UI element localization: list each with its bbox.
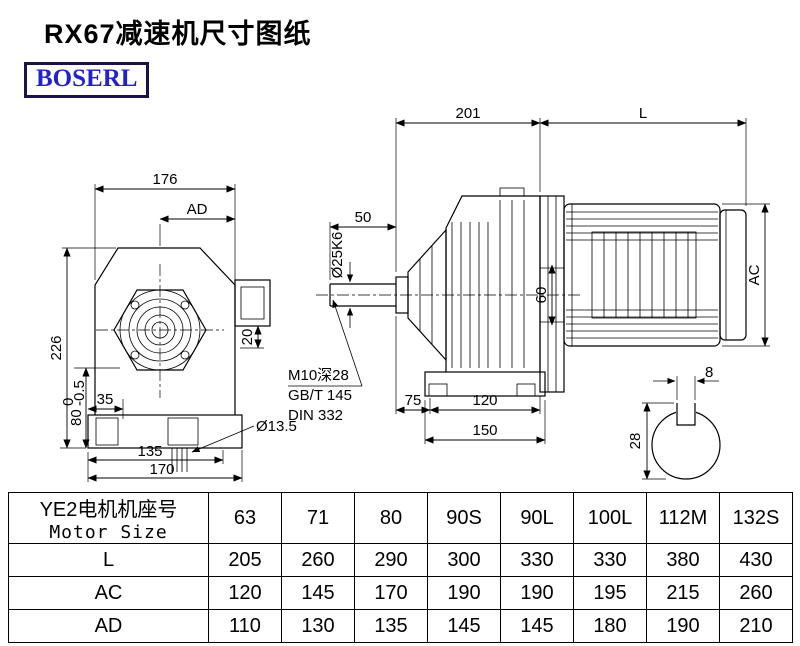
dim-120: 120 xyxy=(472,392,497,409)
dim-ac: AC xyxy=(746,264,763,285)
table-cell: 190 xyxy=(500,576,574,610)
table-cell: 145 xyxy=(281,576,355,610)
header-cell-size: 90L xyxy=(500,492,574,544)
table-cell: 215 xyxy=(646,576,720,610)
table-cell: 190 xyxy=(427,576,501,610)
table-cell: 180 xyxy=(573,609,647,643)
header-cell-size: 80 xyxy=(354,492,428,544)
table-cell: 170 xyxy=(354,576,428,610)
front-view-dimensions: 176 AD 226 80 0 -0.5 35 135 xyxy=(48,171,297,482)
table-cell: 205 xyxy=(208,543,282,577)
motor-size-table: YE2电机机座号 Motor Size 63 71 80 90S 90L 100… xyxy=(8,492,793,643)
dim-226: 226 xyxy=(48,335,65,360)
dim-35: 35 xyxy=(97,391,114,408)
dim-150: 150 xyxy=(472,422,497,439)
row-label: AD xyxy=(8,609,209,643)
page-title: RX67减速机尺寸图纸 xyxy=(44,19,312,49)
table-cell: 145 xyxy=(427,609,501,643)
table-cell: 190 xyxy=(646,609,720,643)
foot-base xyxy=(424,371,546,397)
header-cell-size: 132S xyxy=(719,492,793,544)
header-cell-size: 112M xyxy=(646,492,720,544)
dim-50: 50 xyxy=(355,209,372,226)
table-cell: 130 xyxy=(281,609,355,643)
dim-135: 135 xyxy=(137,443,162,460)
table-cell: 330 xyxy=(500,543,574,577)
table-row-AD: AD 110 130 135 145 145 180 190 210 xyxy=(8,609,793,643)
front-view xyxy=(87,247,271,472)
table-cell: 380 xyxy=(646,543,720,577)
dim-8: 8 xyxy=(705,364,713,381)
row-label: L xyxy=(8,543,209,577)
header-cell-size: 63 xyxy=(208,492,282,544)
dim-20: 20 xyxy=(239,329,256,346)
table-cell: 330 xyxy=(573,543,647,577)
table-cell: 120 xyxy=(208,576,282,610)
dim-l: L xyxy=(639,105,647,122)
dim-176: 176 xyxy=(152,171,177,188)
header-cell-size: 100L xyxy=(573,492,647,544)
table-cell: 110 xyxy=(208,609,282,643)
table-header-row: YE2电机机座号 Motor Size 63 71 80 90S 90L 100… xyxy=(8,492,793,544)
dim-60: 60 xyxy=(533,287,550,304)
dim-dia-13-5: Ø13.5 xyxy=(256,418,297,435)
dim-28: 28 xyxy=(627,433,644,450)
table-cell: 210 xyxy=(719,609,793,643)
dim-80-tol-lower: -0.5 xyxy=(71,380,88,406)
fan-cowl xyxy=(719,209,747,341)
dim-75: 75 xyxy=(405,392,422,409)
table-cell: 260 xyxy=(281,543,355,577)
table-cell: 290 xyxy=(354,543,428,577)
tap-spec: M10深28 xyxy=(288,367,349,384)
header-cell-size: 90S xyxy=(427,492,501,544)
motor-body xyxy=(563,203,721,347)
dim-170: 170 xyxy=(149,461,174,478)
table-cell: 260 xyxy=(719,576,793,610)
standard-gbt: GB/T 145 xyxy=(288,387,352,404)
table-cell: 300 xyxy=(427,543,501,577)
side-view-dimensions: 201 L 50 Ø25K6 60 AC M10深28 GB/T 145 DIN… xyxy=(288,105,770,444)
header-label-cn: YE2电机机座号 xyxy=(39,499,178,521)
table-row-L: L 205 260 290 300 330 330 380 430 xyxy=(8,543,793,577)
shaft-section-view: 8 28 xyxy=(627,364,721,480)
header-label-en: Motor Size xyxy=(49,522,168,543)
table-row-AC: AC 120 145 170 190 190 195 215 260 xyxy=(8,576,793,610)
dim-201: 201 xyxy=(455,105,480,122)
dim-shaft-dia: Ø25K6 xyxy=(329,232,346,279)
table-cell: 135 xyxy=(354,609,428,643)
table-cell: 430 xyxy=(719,543,793,577)
header-cell-size: 71 xyxy=(281,492,355,544)
row-label: AC xyxy=(8,576,209,610)
dim-80: 80 xyxy=(68,409,85,426)
brand-logo: BOSERL xyxy=(24,62,150,98)
standard-din: DIN 332 xyxy=(288,407,343,424)
header-cell-motor-size: YE2电机机座号 Motor Size xyxy=(8,492,209,544)
table-cell: 195 xyxy=(573,576,647,610)
dim-80-tol-upper: 0 xyxy=(60,398,77,406)
side-view xyxy=(316,187,747,397)
dim-ad: AD xyxy=(187,201,208,218)
table-cell: 145 xyxy=(500,609,574,643)
